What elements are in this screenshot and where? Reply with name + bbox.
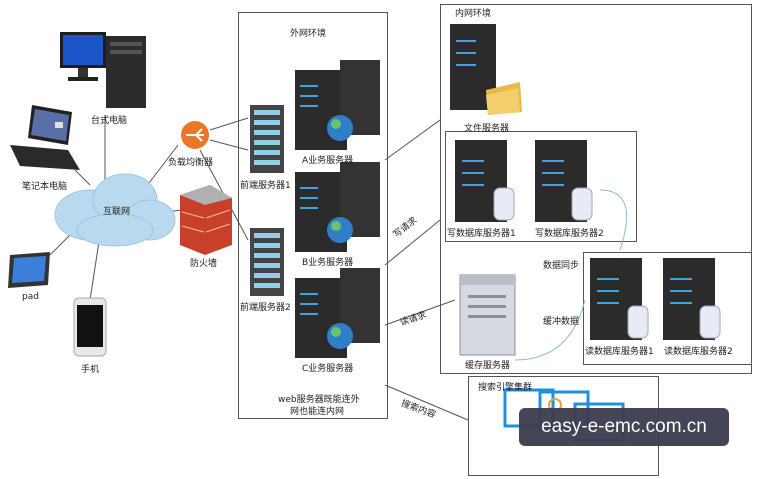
phone-icon: [73, 297, 107, 357]
business-server-c-icon: [295, 268, 380, 358]
outer-network-zone: [238, 12, 388, 419]
web-note-line2: 网也能连内网: [290, 407, 345, 417]
biz-server-b-label: B业务服务器: [302, 258, 354, 268]
internet-label: 互联网: [103, 207, 131, 217]
firewall-label: 防火墙: [190, 259, 218, 269]
internet-cloud-icon: [54, 173, 176, 247]
read-db-1-label: 读数据库服务器1: [585, 347, 654, 357]
web-note-line1: web服务器既能连外: [278, 395, 360, 405]
firewall-icon: [180, 185, 232, 255]
write-db-server-2-icon: [535, 140, 593, 222]
business-server-a-icon: [295, 60, 380, 150]
load-balancer-label: 负载均衡器: [168, 158, 214, 168]
watermark: easy-e-emc.com.cn: [519, 408, 729, 446]
phone-label: 手机: [81, 365, 100, 375]
write-db-server-1-icon: [455, 140, 515, 222]
cache-data-label: 缓冲数据: [543, 317, 580, 327]
desktop-computer-icon: [60, 32, 146, 108]
search-zone-label: 搜索引擎集群: [478, 383, 533, 393]
read-db-group: [583, 252, 752, 365]
read-db-2-label: 读数据库服务器2: [664, 347, 733, 357]
inner-zone-label: 内网环境: [455, 9, 492, 19]
tablet-icon: [8, 252, 50, 288]
front-server-2-icon: [250, 228, 284, 296]
write-db-group: [445, 131, 637, 242]
load-balancer-icon: [181, 121, 209, 149]
desktop-label: 台式电脑: [91, 116, 128, 126]
cache-server-icon: [459, 274, 516, 356]
write-db-2-label: 写数据库服务器2: [535, 229, 604, 239]
write-db-1-label: 写数据库服务器1: [447, 229, 516, 239]
file-server-label: 文件服务器: [464, 124, 510, 134]
outer-zone-label: 外网环境: [290, 29, 327, 39]
front-server-1-label: 前端服务器1: [240, 181, 291, 191]
biz-server-a-label: A业务服务器: [302, 156, 354, 166]
front-server-1-icon: [250, 105, 284, 173]
read-db-server-1-icon: [590, 258, 649, 340]
laptop-label: 笔记本电脑: [22, 182, 68, 192]
laptop-icon: [10, 105, 80, 170]
read-db-server-2-icon: [663, 258, 721, 340]
inner-network-zone: [440, 4, 752, 374]
pad-label: pad: [22, 292, 39, 302]
business-server-b-icon: [295, 162, 380, 252]
file-server-icon: [450, 24, 522, 115]
connector-lines: [49, 115, 469, 421]
data-sync-label: 数据同步: [543, 261, 580, 271]
front-server-2-label: 前端服务器2: [240, 303, 291, 313]
biz-server-c-label: C业务服务器: [302, 364, 354, 374]
cache-server-label: 缓存服务器: [465, 361, 511, 371]
